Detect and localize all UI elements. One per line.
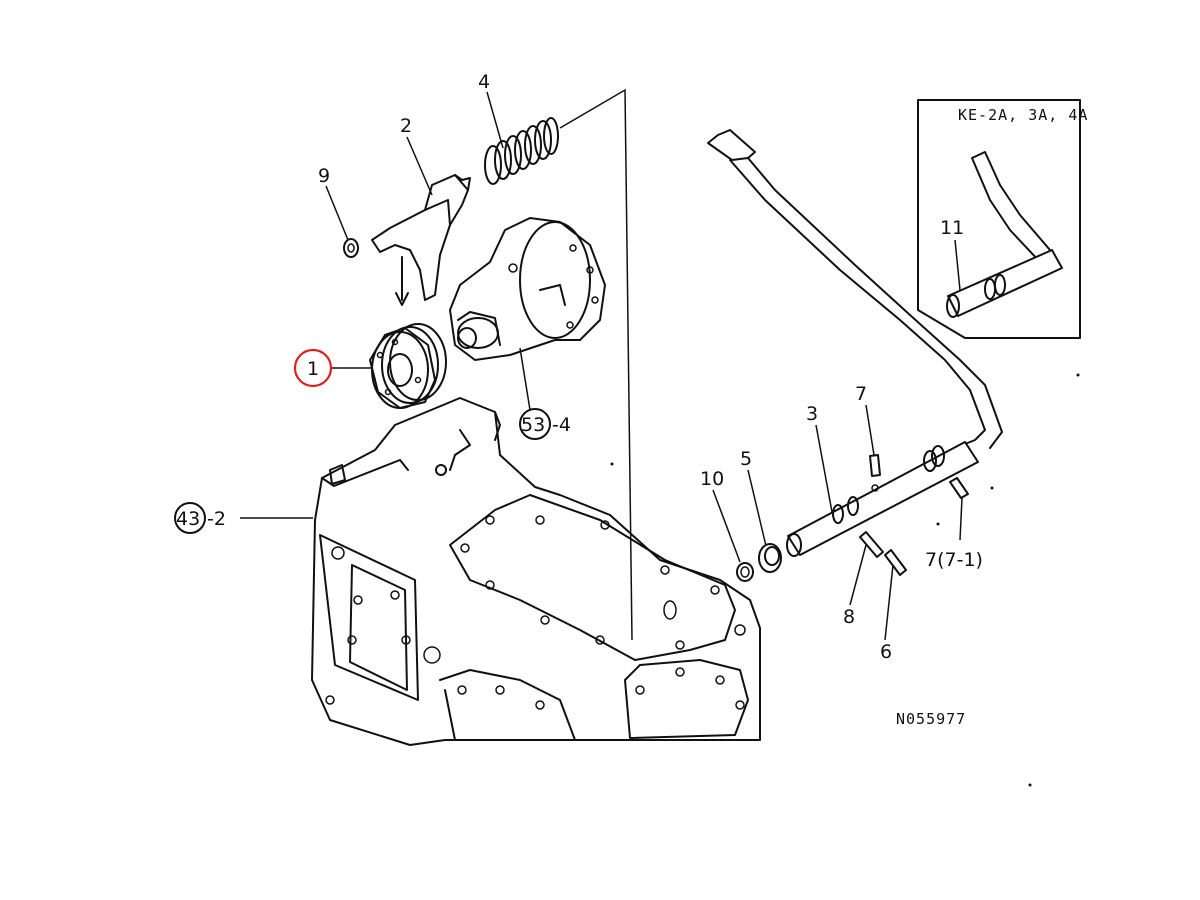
variant-inset-box (917, 99, 1081, 339)
label-part-6: 6 (880, 641, 892, 663)
pin-part-7-1 (949, 477, 969, 499)
label-part-7-1: 7(7-1) (925, 549, 983, 571)
highlighted-callout-part-1[interactable]: 1 (293, 348, 333, 388)
label-ref-53-suffix: -4 (552, 414, 571, 436)
label-part-11: 11 (940, 217, 964, 239)
shifter-fork-part-2 (371, 174, 471, 306)
pin-part-7 (869, 454, 881, 477)
ring-part-10 (736, 562, 754, 582)
shift-lever-rod (707, 129, 1003, 557)
callout-43-2: 43 -2 (174, 502, 226, 534)
pin-part-6 (884, 549, 907, 576)
leader-lines (240, 91, 963, 641)
label-ref-43: 43 (176, 508, 200, 530)
assembly-guide-line (559, 88, 633, 641)
label-ref-53: 53 (521, 414, 545, 436)
pin-part-8 (859, 531, 884, 558)
label-part-10: 10 (700, 468, 724, 490)
label-part-5: 5 (740, 448, 752, 470)
transmission-housing (311, 397, 761, 746)
label-part-7: 7 (855, 383, 867, 405)
spring-part-4 (484, 117, 559, 185)
seal-part-5 (758, 543, 782, 573)
washer-part-9 (343, 238, 359, 258)
inset-title: KE-2A, 3A, 4A (958, 106, 1088, 124)
label-part-9: 9 (318, 165, 330, 187)
label-part-3: 3 (806, 403, 818, 425)
drawing-number: N055977 (896, 710, 966, 728)
differential-case-53-4 (449, 217, 606, 361)
label-part-1: 1 (307, 358, 319, 380)
label-part-2: 2 (400, 115, 412, 137)
callout-53-4: 53 -4 (519, 408, 571, 440)
collar-part-1 (369, 323, 447, 409)
label-ref-43-suffix: -2 (207, 508, 226, 530)
highlight-circle (293, 348, 333, 388)
label-part-8: 8 (843, 606, 855, 628)
label-part-4: 4 (478, 71, 490, 93)
